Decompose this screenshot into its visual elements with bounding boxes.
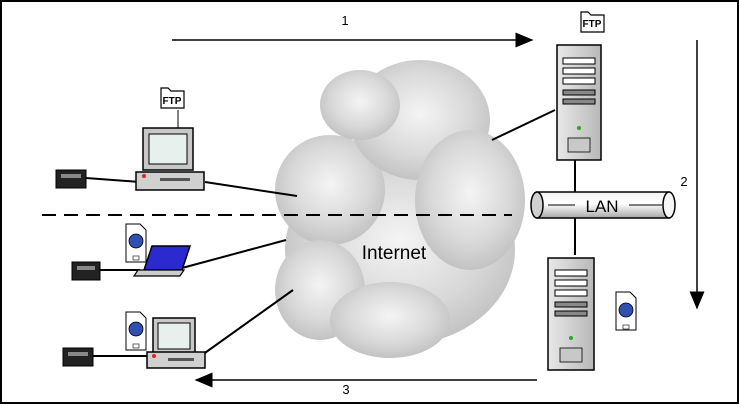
card-reader-icon	[55, 169, 87, 189]
link-laptop-internet	[181, 239, 287, 269]
card-reader-icon	[71, 261, 101, 281]
web-server-tower	[547, 257, 595, 371]
link-server-internet	[491, 109, 556, 141]
ftp-server-badge: FTP	[583, 19, 602, 30]
ftp-server-folder-icon	[580, 11, 605, 33]
link-reader1-desktop	[85, 177, 141, 183]
laptop-computer	[132, 245, 192, 277]
server-web-document-icon	[615, 291, 637, 331]
link-client-internet	[204, 181, 298, 197]
internet-cloud	[275, 60, 525, 358]
step-3-label: 3	[342, 382, 349, 397]
client-desktop-bottom	[146, 317, 206, 369]
step-2-label: 2	[680, 174, 687, 189]
lan-pipe	[530, 191, 676, 219]
ftp-client-desktop	[135, 110, 205, 191]
card-reader-icon	[62, 347, 94, 367]
desktop-web-document-icon	[125, 311, 147, 351]
laptop-web-document-icon	[125, 223, 147, 263]
ftp-client-badge: FTP	[163, 96, 182, 107]
ftp-client-folder-icon	[160, 87, 185, 109]
link-desktop-internet	[201, 289, 294, 356]
lan-label: LAN	[585, 197, 618, 216]
step-1-label: 1	[341, 13, 348, 28]
internet-label: Internet	[362, 243, 427, 264]
ftp-server-tower	[556, 44, 602, 161]
